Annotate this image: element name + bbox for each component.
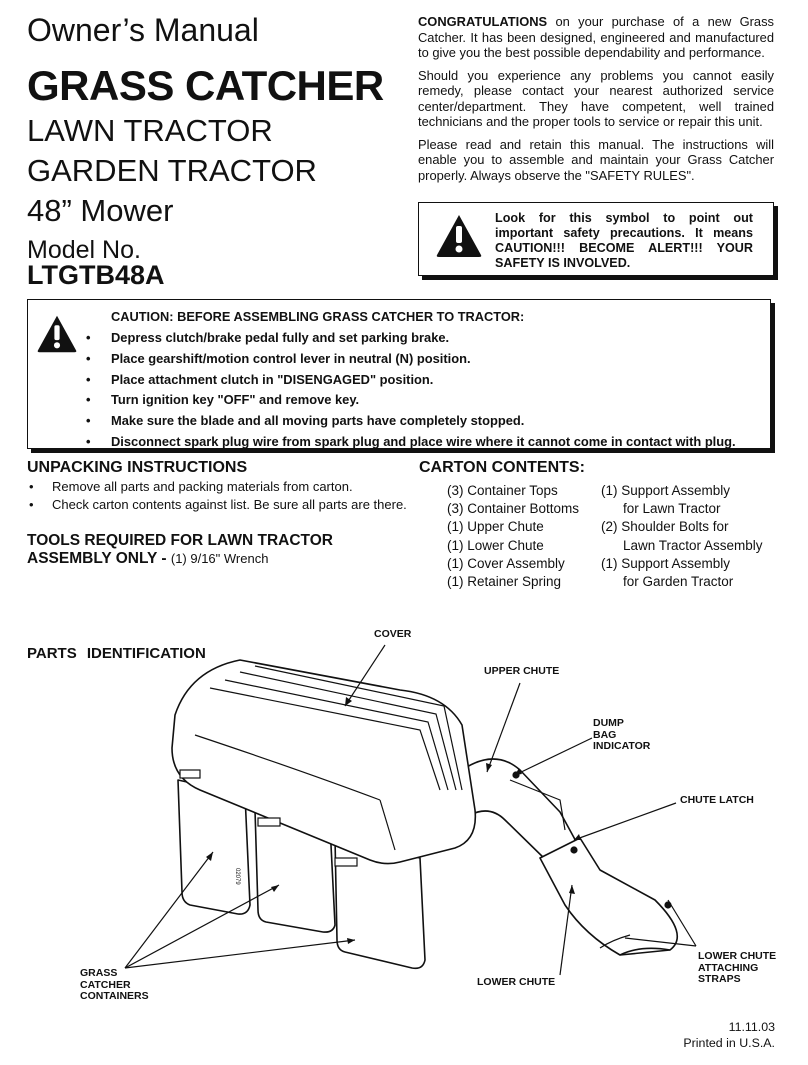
label-line: DUMP	[593, 717, 624, 729]
label-line: INDICATOR	[593, 740, 651, 752]
figure-code: 02079	[234, 868, 240, 885]
label-lower-chute: LOWER CHUTE	[477, 976, 556, 988]
label-lower-chute-straps: LOWER CHUTE ATTACHING STRAPS	[698, 950, 777, 986]
carton-item-cont: for Garden Tractor	[623, 574, 734, 590]
caution-item: Disconnect spark plug wire from spark pl…	[86, 432, 736, 453]
container-right	[334, 837, 426, 970]
model-number: LTGTB48A	[27, 260, 165, 290]
carton-item: (1) Support Assembly	[601, 483, 731, 498]
carton-column-2: (1) Support Assembly for Lawn Tractor (2…	[601, 482, 763, 591]
lower-chute-shape	[539, 837, 679, 956]
label-grass-catcher-containers: GRASS CATCHER CONTAINERS	[80, 967, 149, 1003]
model-label: Model No.	[27, 236, 141, 264]
print-date: 11.11.03	[728, 1020, 775, 1034]
caution-list: Depress clutch/brake pedal fully and set…	[86, 328, 736, 453]
retain-paragraph: Please read and retain this manual. The …	[418, 136, 774, 183]
caution-heading: CAUTION: BEFORE ASSEMBLING GRASS CATCHER…	[111, 309, 525, 324]
congrats-text: on your purchase of a new Grass Catcher.…	[418, 14, 774, 60]
unpacking-item: Remove all parts and packing materials f…	[27, 479, 411, 495]
carton-item: (1) Retainer Spring	[447, 574, 562, 590]
caution-item: Depress clutch/brake pedal fully and set…	[86, 328, 736, 349]
warning-icon	[436, 215, 482, 257]
label-line: BAG	[593, 728, 617, 741]
label-chute-latch: CHUTE LATCH	[680, 794, 754, 806]
intro-text: CONGRATULATIONS on your purchase of a ne…	[418, 14, 774, 190]
tools-heading-text: TOOLS REQUIRED FOR LAWN TRACTOR ASSEMBLY…	[27, 532, 333, 567]
footer: 11.11.03 Printed in U.S.A.	[683, 1019, 775, 1051]
printed-in: Printed in U.S.A.	[683, 1036, 775, 1050]
carton-item-cont: for Lawn Tractor	[623, 501, 721, 517]
congrats-bold: CONGRATULATIONS	[418, 14, 548, 29]
carton-item: (3) Container Tops	[447, 483, 558, 498]
warning-icon	[37, 315, 77, 353]
tools-heading: TOOLS REQUIRED FOR LAWN TRACTOR ASSEMBLY…	[27, 532, 407, 568]
carton-item: (1) Cover Assembly	[447, 555, 565, 571]
service-paragraph: Should you experience any problems you c…	[418, 67, 774, 130]
label-upper-chute: UPPER CHUTE	[484, 665, 560, 677]
tools-wrench: (1) 9/16" Wrench	[170, 551, 269, 566]
safety-symbol-text: Look for this symbol to point out import…	[495, 211, 753, 270]
label-dump-bag-indicator: DUMP BAG INDICATOR	[593, 717, 651, 753]
label-line: CONTAINERS	[80, 990, 149, 1002]
garden-tractor-line: GARDEN TRACTOR	[27, 153, 317, 188]
caution-box: CAUTION: BEFORE ASSEMBLING GRASS CATCHER…	[27, 299, 771, 453]
container-left	[177, 779, 251, 915]
unpacking-item: Check carton contents against list. Be s…	[27, 497, 411, 513]
carton-item: (3) Container Bottoms	[447, 501, 580, 517]
carton-column-1: (3) Container Tops (3) Container Bottoms…	[447, 482, 579, 591]
owners-manual-label: Owner’s Manual	[27, 12, 259, 48]
carton-item: (1) Lower Chute	[447, 537, 544, 553]
carton-heading: CARTON CONTENTS:	[419, 459, 585, 476]
lawn-tractor-line: LAWN TRACTOR	[27, 113, 273, 148]
label-line: GRASS	[80, 967, 118, 979]
parts-heading: PARTS IDENTIFICATION	[27, 645, 206, 662]
carton-item: (1) Support Assembly	[601, 555, 731, 571]
label-line: LOWER CHUTE	[698, 950, 777, 962]
caution-item: Make sure the blade and all moving parts…	[86, 411, 736, 432]
label-line: ATTACHING	[698, 961, 759, 974]
unpacking-list: Remove all parts and packing materials f…	[27, 479, 411, 514]
carton-item-cont: Lawn Tractor Assembly	[623, 537, 763, 553]
product-title: GRASS CATCHER	[27, 62, 384, 109]
label-line: CATCHER	[80, 978, 131, 991]
congrats-paragraph: CONGRATULATIONS on your purchase of a ne…	[418, 14, 774, 61]
caution-item: Turn ignition key "OFF" and remove key.	[86, 390, 736, 411]
mower-size-line: 48” Mower	[27, 193, 174, 228]
label-cover: COVER	[374, 628, 412, 640]
carton-item: (2) Shoulder Bolts for	[601, 519, 729, 535]
caution-item: Place gearshift/motion control lever in …	[86, 349, 736, 370]
upper-chute-shape	[461, 758, 579, 863]
label-line: STRAPS	[698, 973, 741, 985]
cover-shape	[171, 659, 477, 865]
unpacking-heading: UNPACKING INSTRUCTIONS	[27, 459, 248, 476]
carton-item: (1) Upper Chute	[447, 519, 544, 535]
caution-item: Place attachment clutch in "DISENGAGED" …	[86, 370, 736, 391]
container-middle	[254, 809, 336, 933]
safety-symbol-box: Look for this symbol to point out import…	[418, 202, 774, 276]
